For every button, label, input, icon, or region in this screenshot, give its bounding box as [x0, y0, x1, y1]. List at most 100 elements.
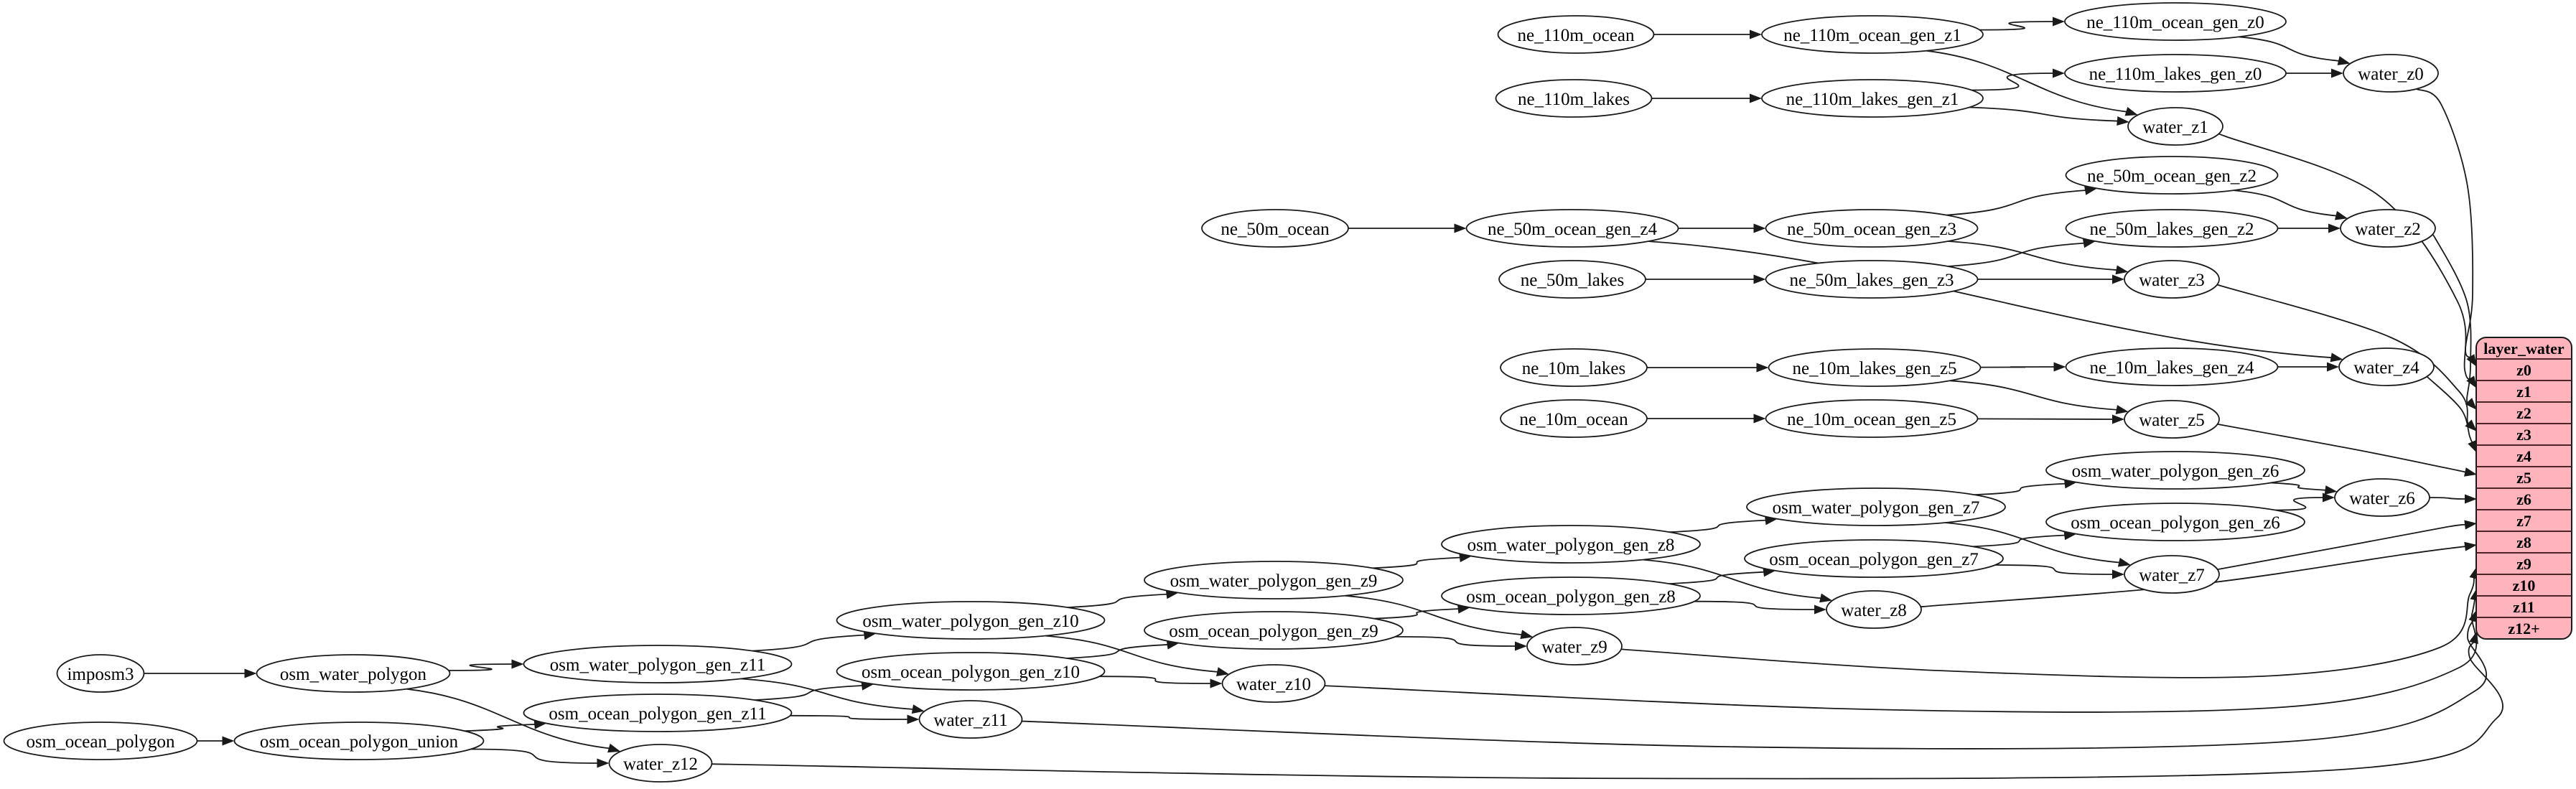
node-label: water_z2: [2355, 220, 2421, 239]
node-ellipse: [3, 722, 198, 760]
edge-osm_water_polygon_gen_z9-to-water_z9: [1344, 594, 1534, 640]
node-label: ne_50m_lakes: [1521, 271, 1624, 290]
arrowhead-icon: [1520, 630, 1534, 640]
edge-line: [1948, 242, 2086, 267]
edge-ne_10m_ocean-to-ne_10m_ocean_gen_z5: [1647, 414, 1766, 424]
edge-line: [1045, 635, 1219, 673]
node-ellipse: [2340, 209, 2436, 248]
arrowhead-icon: [2465, 494, 2477, 504]
arrowhead-icon: [2465, 398, 2477, 410]
node-ellipse: [1500, 348, 1648, 387]
node-label: ne_50m_ocean_gen_z2: [2087, 167, 2257, 186]
node-ellipse: [1526, 627, 1623, 666]
node-ellipse: [1441, 525, 1701, 564]
table-row-z6: z6: [2516, 490, 2531, 508]
arrowhead-icon: [1459, 553, 1472, 563]
edge-line: [790, 714, 909, 720]
arrowhead-icon: [2117, 116, 2129, 126]
edge-line: [465, 724, 536, 732]
node-label: water_z7: [2139, 566, 2205, 585]
edge-line: [1994, 564, 2114, 575]
edge-ne_10m_lakes_gen_z5-to-water_z5: [1949, 380, 2129, 414]
table-row-z10: z10: [2513, 576, 2536, 594]
node-ellipse: [2124, 555, 2220, 594]
edge-ne_110m_ocean_gen_z0-to-water_z0: [2239, 36, 2351, 65]
edge-osm_water_polygon-to-water_z12: [406, 688, 621, 753]
arrowhead-icon: [2324, 485, 2338, 495]
node-ne_110m_lakes_gen_z0: ne_110m_lakes_gen_z0: [2064, 54, 2287, 93]
edge-osm_ocean_polygon_gen_z11-to-osm_ocean_polygon_gen_z10: [754, 681, 874, 701]
node-label: ne_110m_lakes_gen_z1: [1786, 90, 1959, 109]
edge-line: [1979, 21, 2055, 31]
arrowhead-icon: [2468, 610, 2478, 623]
edge-ne_50m_ocean-to-ne_50m_ocean_gen_z4: [1348, 223, 1467, 233]
edges-layer: [144, 17, 2503, 780]
edge-line: [448, 663, 513, 671]
edge-line: [1945, 522, 2121, 564]
arrowhead-icon: [2053, 17, 2065, 27]
edge-line: [1669, 571, 1765, 584]
node-water_z11: water_z11: [918, 700, 1023, 739]
node-ellipse: [2343, 54, 2439, 93]
node-ne_110m_ocean_gen_z1: ne_110m_ocean_gen_z1: [1761, 15, 1984, 54]
node-label: osm_ocean_polygon_gen_z8: [1466, 587, 1676, 607]
node-ne_50m_ocean_gen_z4: ne_50m_ocean_gen_z4: [1465, 209, 1679, 248]
edge-ne_110m_lakes-to-ne_110m_lakes_gen_z1: [1651, 93, 1762, 103]
node-ellipse: [836, 601, 1106, 640]
node-ne_10m_lakes: ne_10m_lakes: [1500, 348, 1648, 387]
node-ne_50m_lakes: ne_50m_lakes: [1498, 260, 1646, 299]
node-water_z6: water_z6: [2334, 478, 2430, 517]
node-ne_110m_ocean_gen_z0: ne_110m_ocean_gen_z0: [2064, 2, 2287, 41]
edge-ne_110m_ocean-to-ne_110m_ocean_gen_z1: [1653, 29, 1762, 39]
node-ellipse: [2045, 503, 2305, 541]
edge-water_z6-to-layer_water-z6: [2429, 494, 2477, 504]
arrowhead-icon: [2053, 68, 2065, 78]
arrowhead-icon: [2112, 569, 2124, 579]
node-label: water_z3: [2139, 271, 2205, 290]
edge-osm_ocean_polygon_gen_z6-to-water_z6: [2275, 492, 2335, 511]
arrowhead-icon: [1763, 567, 1776, 577]
edge-line: [1099, 676, 1212, 684]
edge-imposm3-to-osm_water_polygon: [144, 668, 257, 678]
edge-osm_water_polygon_gen_z8-to-osm_water_polygon_gen_z7: [1669, 515, 1778, 533]
edge-ne_10m_lakes_gen_z4-to-water_z4: [2277, 362, 2339, 372]
node-label: water_z4: [2353, 358, 2419, 378]
node-osm_water_polygon_gen_z11: osm_water_polygon_gen_z11: [523, 645, 793, 683]
edge-ne_110m_lakes_gen_z1-to-water_z1: [1969, 106, 2129, 126]
node-label: osm_ocean_polygon_gen_z7: [1769, 550, 1979, 569]
edge-line: [1068, 593, 1168, 608]
edge-osm_water_polygon_gen_z11-to-water_z11: [740, 678, 925, 714]
arrowhead-icon: [2323, 492, 2335, 503]
node-osm_ocean_polygon_gen_z10: osm_ocean_polygon_gen_z10: [836, 652, 1106, 691]
node-water_z10: water_z10: [1221, 664, 1326, 703]
node-label: ne_110m_lakes: [1518, 90, 1630, 109]
node-ellipse: [1765, 260, 1979, 299]
edge-osm_ocean_polygon_union-to-osm_ocean_polygon_gen_z11: [465, 719, 547, 732]
arrowhead-icon: [511, 659, 524, 669]
node-ellipse: [1761, 15, 1984, 54]
node-label: osm_water_polygon_gen_z6: [2072, 462, 2279, 481]
edge-ne_10m_lakes_gen_z5-to-ne_10m_lakes_gen_z4: [1980, 362, 2066, 372]
node-label: water_z11: [933, 711, 1007, 730]
arrowhead-icon: [1210, 678, 1223, 688]
node-water_z9: water_z9: [1526, 627, 1623, 666]
edge-line: [1971, 73, 2055, 91]
node-osm_water_polygon_gen_z9: osm_water_polygon_gen_z9: [1144, 561, 1404, 599]
node-ne_50m_ocean_gen_z3: ne_50m_ocean_gen_z3: [1765, 209, 1979, 248]
node-ne_110m_ocean: ne_110m_ocean: [1497, 15, 1655, 54]
arrowhead-icon: [2124, 106, 2138, 116]
edge-osm_water_polygon_gen_z8-to-water_z8: [1643, 559, 1833, 603]
node-ellipse: [1761, 79, 1984, 118]
node-label: ne_50m_lakes_gen_z3: [1789, 271, 1954, 290]
node-label: water_z9: [1541, 638, 1607, 657]
node-osm_ocean_polygon_gen_z8: osm_ocean_polygon_gen_z8: [1441, 576, 1701, 615]
edge-line: [2206, 281, 2470, 426]
node-label: osm_ocean_polygon_union: [260, 732, 459, 752]
arrowhead-icon: [1750, 29, 1762, 39]
node-ellipse: [1144, 561, 1404, 599]
node-label: ne_110m_ocean: [1518, 26, 1635, 45]
arrowhead-icon: [1814, 604, 1826, 615]
edge-ne_110m_ocean_gen_z1-to-ne_110m_ocean_gen_z0: [1979, 17, 2065, 31]
node-imposm3: imposm3: [56, 654, 145, 693]
